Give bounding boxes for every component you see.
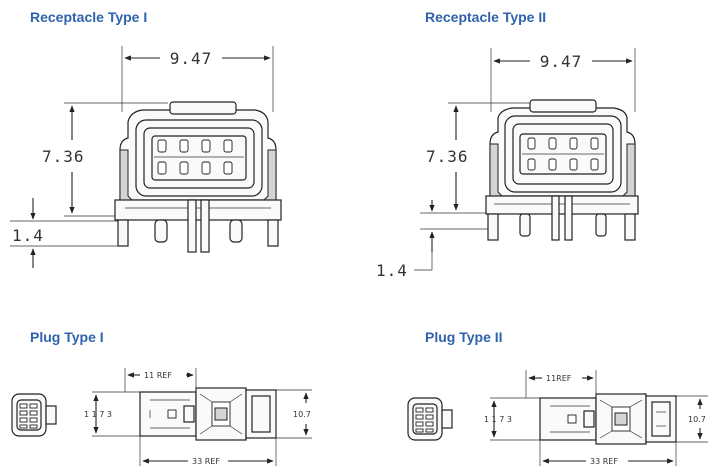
receptacle-type-1-title: Receptacle Type I — [30, 9, 148, 25]
plug-1-side-view — [139, 387, 277, 441]
receptacle-type-1-drawing: 9.47 7.36 1.4 — [10, 46, 282, 268]
receptacle-1-pins — [154, 139, 244, 175]
receptacle-1-offset-dimension: 1.4 — [10, 198, 120, 268]
plug-2-long-ref-dimension: 33 REF — [539, 440, 677, 466]
plug-type-2-drawing: 11REF 33 REF 1 1 7 3 10.7 — [407, 370, 708, 466]
plug-1-outer-height-label: 10.7 — [293, 410, 311, 419]
plug-2-height-dimensions: 1 1 7 3 10.7 — [484, 395, 708, 443]
receptacle-2-width-dimension: 9.47 — [490, 48, 636, 112]
receptacle-1-height-dimension: 7.36 — [42, 102, 168, 217]
plug-2-short-ref-dimension: 11REF — [525, 370, 597, 398]
plug-1-inner-height-label: 1 1 7 3 — [84, 410, 112, 419]
plug-2-side-view — [539, 393, 677, 445]
receptacle-2-body — [485, 99, 639, 241]
receptacle-2-offset-label: 1.4 — [376, 261, 408, 280]
plug-1-long-ref-dimension: 33 REF — [139, 436, 277, 466]
receptacle-2-offset-dimension: 1.4 — [376, 200, 490, 280]
plug-type-1-drawing: 11 REF 33 REF 1 1 7 3 10.7 — [11, 368, 312, 466]
plug-2-inner-height-label: 1 1 7 3 — [484, 415, 512, 424]
plug-type-1-title: Plug Type I — [30, 329, 104, 345]
receptacle-type-2-drawing: 9.47 7.36 1.4 — [376, 48, 639, 280]
receptacle-1-width-dimension: 9.47 — [121, 46, 274, 112]
plug-2-outer-height-label: 10.7 — [688, 415, 706, 424]
receptacle-2-width-label: 9.47 — [540, 52, 583, 71]
plug-2-long-ref-label: 33 REF — [590, 457, 618, 466]
plug-2-front-view — [407, 397, 453, 441]
receptacle-1-height-label: 7.36 — [42, 147, 85, 166]
plug-1-long-ref-label: 33 REF — [192, 457, 220, 466]
plug-1-short-ref-label: 11 REF — [144, 371, 172, 380]
plug-2-short-ref-label: 11REF — [546, 374, 572, 383]
receptacle-2-height-label: 7.36 — [426, 147, 469, 166]
receptacle-1-body — [114, 101, 282, 253]
receptacle-2-pins — [522, 137, 604, 171]
plug-1-height-dimensions: 1 1 7 3 10.7 — [84, 389, 312, 439]
receptacle-type-2-title: Receptacle Type II — [425, 9, 547, 25]
receptacle-2-height-dimension: 7.36 — [420, 102, 530, 214]
plug-1-front-view — [11, 393, 57, 437]
receptacle-1-width-label: 9.47 — [170, 49, 213, 68]
plug-1-short-ref-dimension: 11 REF — [124, 368, 197, 392]
receptacle-1-offset-label: 1.4 — [12, 226, 44, 245]
plug-type-2-title: Plug Type II — [425, 329, 503, 345]
